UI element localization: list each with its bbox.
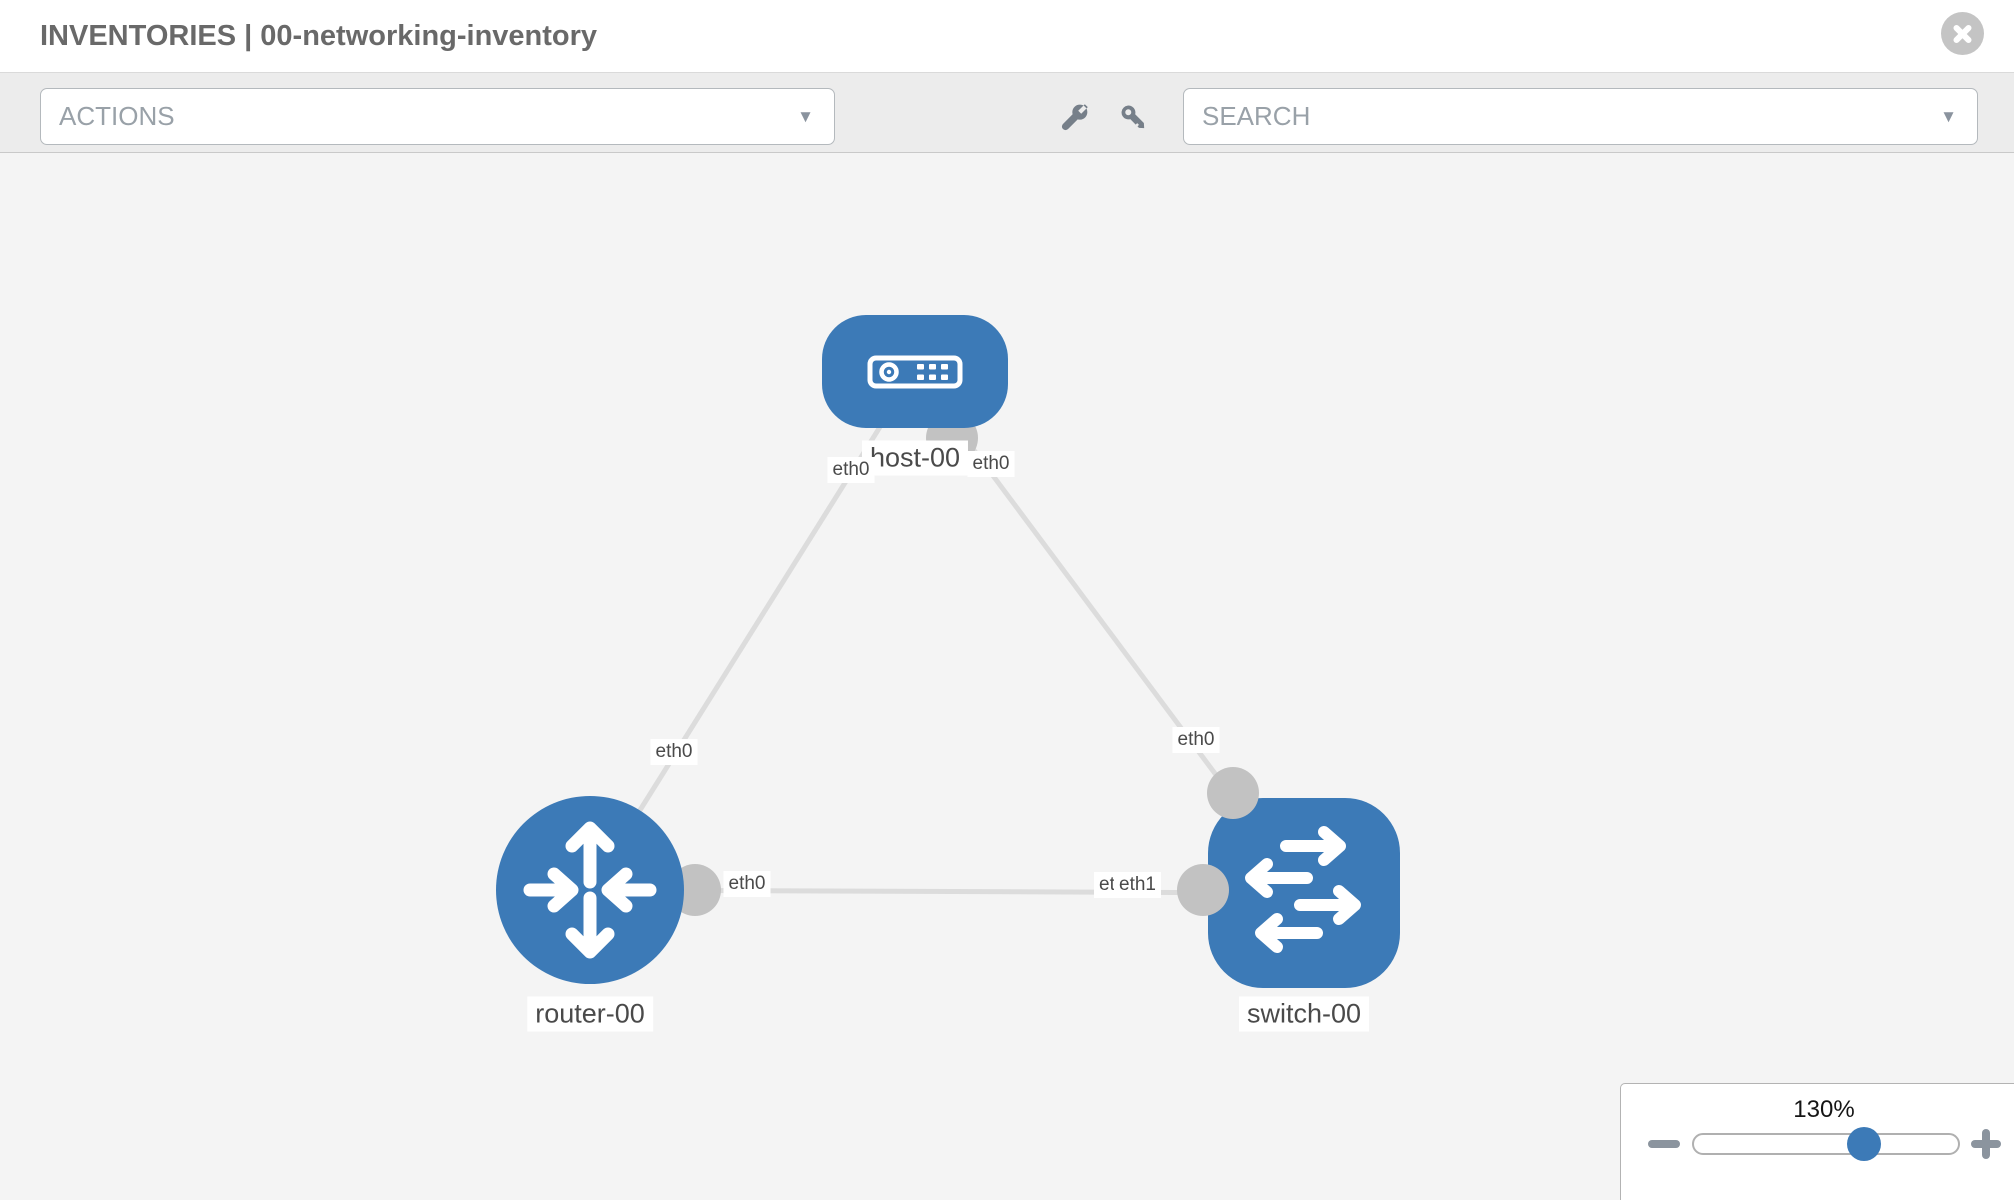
node-router-00[interactable] (496, 796, 684, 984)
interface-label: eth0 (723, 871, 771, 897)
node-host-00[interactable] (822, 315, 1008, 428)
interface-label: eth0 (1172, 727, 1220, 753)
header: INVENTORIES | 00-networking-inventory (0, 0, 2014, 72)
switch-connector-dot (1207, 767, 1259, 819)
credentials-button[interactable] (1112, 96, 1156, 140)
page-title: INVENTORIES | 00-networking-inventory (40, 20, 598, 52)
zoom-slider-handle[interactable] (1847, 1127, 1881, 1161)
plus-icon (1982, 1129, 1990, 1159)
host-icon (867, 355, 963, 388)
actions-dropdown[interactable]: ACTIONS ▼ (40, 88, 835, 145)
interface-label: eth1 (1114, 872, 1161, 898)
zoom-out-button[interactable] (1648, 1140, 1680, 1148)
zoom-in-button[interactable] (1969, 1127, 2003, 1161)
node-switch-00[interactable] (1208, 798, 1400, 988)
wrench-icon (1061, 104, 1088, 131)
zoom-percent: 130% (1793, 1096, 1855, 1123)
search-dropdown[interactable]: SEARCH ▼ (1183, 88, 1978, 145)
interface-label: eth0 (827, 457, 875, 483)
key-icon (1121, 105, 1145, 129)
node-label-host: host-00 (861, 440, 969, 476)
chevron-down-icon: ▼ (1940, 107, 1957, 126)
router-icon (523, 821, 657, 959)
zoom-slider-track[interactable] (1692, 1133, 1960, 1155)
node-label-switch: switch-00 (1238, 996, 1370, 1032)
search-dropdown-label: SEARCH (1202, 101, 1311, 131)
node-label-router: router-00 (527, 996, 653, 1032)
zoom-control-panel: 130% (1620, 1083, 2014, 1200)
actions-dropdown-label: ACTIONS (59, 101, 175, 131)
interface-label: eth0 (967, 451, 1015, 477)
switch-icon (1245, 826, 1361, 953)
edges-layer (587, 369, 1307, 916)
switch-connector-dot (1177, 864, 1229, 916)
toolbar: ACTIONS ▼ SEARCH ▼ (0, 72, 2014, 153)
topology-canvas[interactable]: host-00 router-00 switch-00 eth0 eth0 et… (0, 153, 2014, 1200)
interface-label: eth0 (650, 739, 698, 765)
close-button[interactable] (1941, 12, 1984, 55)
tools-button[interactable] (1052, 96, 1096, 140)
chevron-down-icon: ▼ (797, 107, 814, 126)
